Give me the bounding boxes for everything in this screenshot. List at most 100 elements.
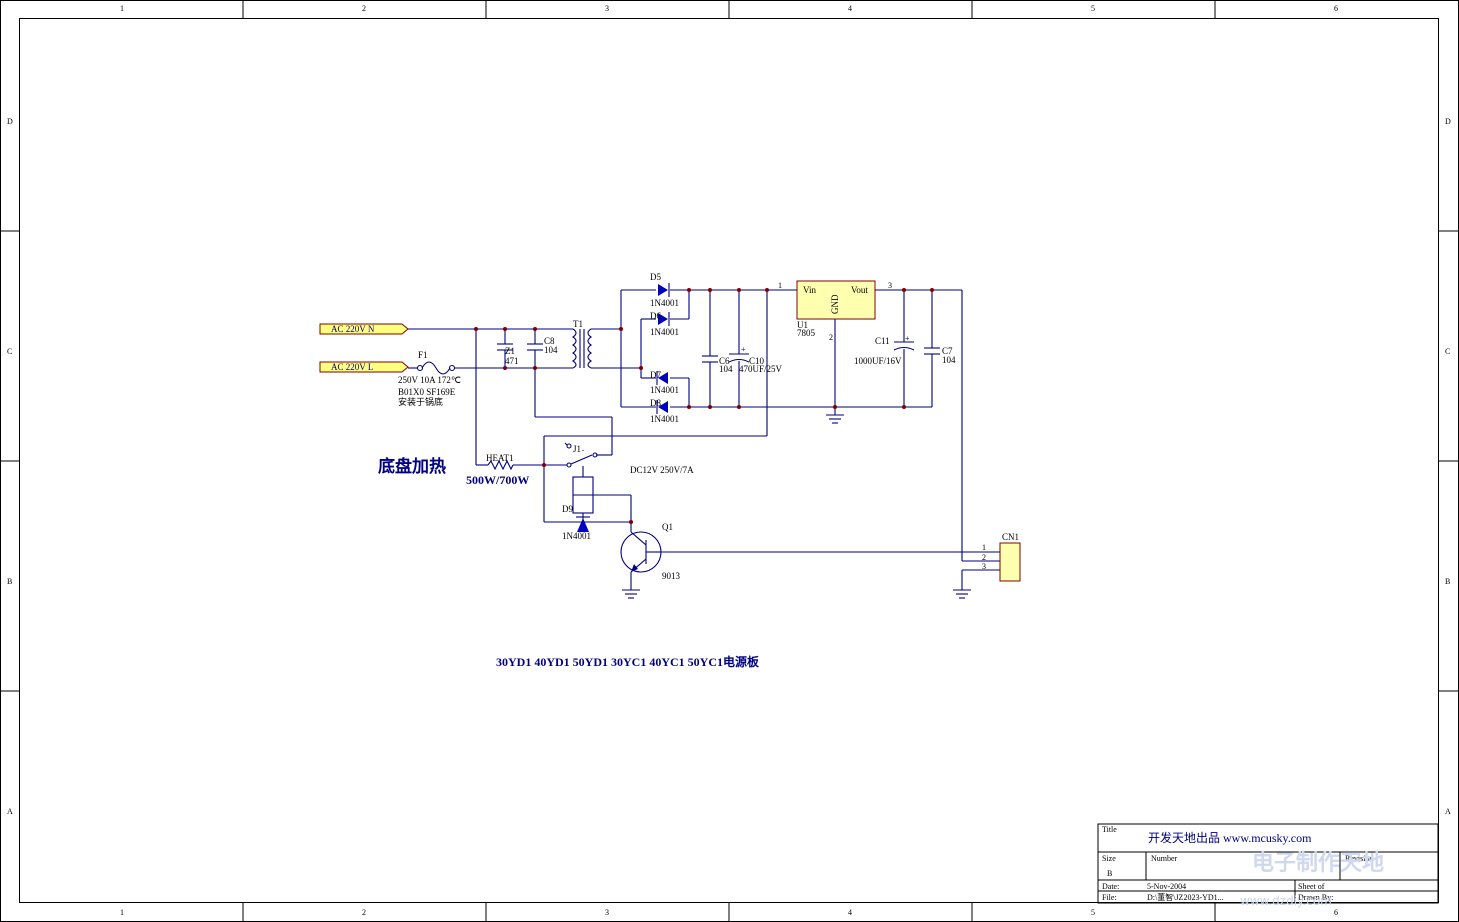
board-title: 30YD1 40YD1 50YD1 30YC1 40YC1 50YC1电源板 <box>496 654 760 669</box>
diode-d7: D7 1N4001 <box>650 370 679 395</box>
q1-value: 9013 <box>662 571 681 581</box>
f1-rating: 250V 10A 172℃ <box>398 375 461 385</box>
tb-title-label: Title <box>1102 825 1117 834</box>
tb-number-label: Number <box>1151 854 1178 863</box>
u1-value: 7805 <box>797 328 816 338</box>
heater-power: 500W/700W <box>466 473 529 487</box>
tb-drawn-label: Drawn By: <box>1298 893 1333 902</box>
row-label-left: C <box>7 347 12 356</box>
cn1-pin2: 2 <box>982 553 986 562</box>
z1-ref: Z1 <box>505 346 515 356</box>
row-label-right: D <box>1445 117 1451 126</box>
c11-value: 1000UF/16V <box>854 356 902 366</box>
q1-ref: Q1 <box>662 522 673 532</box>
capacitor-c10: + C10 470UF/25V <box>728 345 783 374</box>
tb-sheet-label: Sheet of <box>1298 882 1325 891</box>
diode-d5: D5 1N4001 <box>650 272 679 308</box>
j1-value: DC12V 250V/7A <box>630 465 694 475</box>
z1-value: 471 <box>505 356 519 366</box>
ground-icon <box>826 414 844 424</box>
c8-value: 104 <box>544 345 558 355</box>
port-ac-l-label: AC 220V L <box>331 362 373 372</box>
port-ac-l: AC 220V L <box>319 361 409 373</box>
f1-part: B01X0 SF169E <box>398 387 456 397</box>
tb-title-value: 开发天地出品 www.mcusky.com <box>1148 830 1312 845</box>
col-label-top: 1 <box>120 4 124 13</box>
col-label-bottom: 5 <box>1091 908 1095 917</box>
d9-ref: D9 <box>562 504 573 514</box>
cn1-pin1: 1 <box>982 543 986 552</box>
d6-ref: D6 <box>650 311 661 321</box>
d9-value: 1N4001 <box>562 531 591 541</box>
f1-note: 安装于锅底 <box>398 396 443 407</box>
u1-vout: Vout <box>851 285 868 295</box>
tb-size-value: B <box>1107 869 1112 878</box>
col-label-top: 6 <box>1334 4 1338 13</box>
c6-value: 104 <box>719 364 733 374</box>
d5-value: 1N4001 <box>650 298 679 308</box>
u1-pin3: 3 <box>888 281 892 290</box>
col-label-bottom: 6 <box>1334 908 1338 917</box>
title-block: Title 开发天地出品 www.mcusky.com Size B Numbe… <box>1097 823 1439 904</box>
c7-value: 104 <box>942 355 956 365</box>
row-label-left: B <box>7 577 12 586</box>
col-label-bottom: 3 <box>605 908 609 917</box>
varistor-z1: Z1 471 <box>497 343 519 366</box>
capacitor-c11: + C11 1000UF/16V <box>854 334 915 366</box>
c10-value: 470UF/25V <box>739 364 783 374</box>
u1-ref: U1 <box>797 320 808 330</box>
cn1-pin3: 3 <box>982 562 986 571</box>
wiring <box>408 289 1000 590</box>
heater-heat1: HEAT1 <box>486 453 514 471</box>
connector-cn1: CN1 1 2 3 <box>982 532 1021 582</box>
capacitor-c7: C7 104 <box>924 346 956 365</box>
t1-ref: T1 <box>573 319 583 329</box>
diode-d6: D6 1N4001 <box>650 311 679 337</box>
junctions <box>474 288 934 524</box>
fuse-f1: F1 250V 10A 172℃ B01X0 SF169E 安装于锅底 <box>398 350 461 407</box>
diode-d8: D8 1N4001 <box>650 398 679 424</box>
capacitor-c8: C8 104 <box>527 336 558 355</box>
c6-ref: C6 <box>719 356 730 366</box>
col-label-bottom: 1 <box>120 908 124 917</box>
col-label-top: 3 <box>605 4 609 13</box>
c7-ref: C7 <box>942 346 953 356</box>
watermark-line2: www.dzdiy.com <box>1240 894 1332 908</box>
regulator-u1: Vin Vout GND 1 2 3 U1 7805 <box>778 280 892 342</box>
transistor-q1: Q1 9013 <box>620 522 681 581</box>
column-labels: 1 2 3 4 5 6 1 2 3 4 5 6 <box>120 4 1338 917</box>
row-label-left: D <box>7 117 13 126</box>
ground-icon <box>622 589 640 599</box>
f1-ref: F1 <box>418 350 428 360</box>
tb-revision-label: Revision <box>1345 854 1373 863</box>
row-label-left: A <box>7 807 13 816</box>
col-label-top: 5 <box>1091 4 1095 13</box>
tb-date-value: 5-Nov-2004 <box>1147 882 1186 891</box>
u1-gnd: GND <box>830 294 840 314</box>
port-ac-n: AC 220V N <box>319 323 409 335</box>
col-label-top: 2 <box>362 4 366 13</box>
row-label-right: A <box>1445 807 1451 816</box>
heater-annotation: 底盘加热 <box>378 456 446 477</box>
port-ac-n-label: AC 220V N <box>331 324 375 334</box>
watermark-line1: 电子制作天地 <box>1252 851 1384 876</box>
ground-symbols <box>622 414 971 599</box>
cn1-ref: CN1 <box>1002 532 1019 542</box>
ground-icon <box>953 589 971 599</box>
col-label-bottom: 2 <box>362 908 366 917</box>
watermark: 电子制作天地 www.dzdiy.com <box>1240 851 1384 908</box>
d8-value: 1N4001 <box>650 414 679 424</box>
u1-pin1: 1 <box>778 281 782 290</box>
heat1-ref: HEAT1 <box>486 453 514 463</box>
u1-vin: Vin <box>803 285 816 295</box>
d7-ref: D7 <box>650 370 661 380</box>
u1-pin2: 2 <box>829 333 833 342</box>
c11-ref: C11 <box>875 336 890 346</box>
d7-value: 1N4001 <box>650 385 679 395</box>
row-label-right: C <box>1445 347 1450 356</box>
c10-ref: C10 <box>749 356 765 366</box>
col-label-top: 4 <box>848 4 852 13</box>
transformer-t1: T1 <box>572 319 592 369</box>
tb-size-label: Size <box>1102 854 1116 863</box>
svg-text:+: + <box>905 334 910 343</box>
